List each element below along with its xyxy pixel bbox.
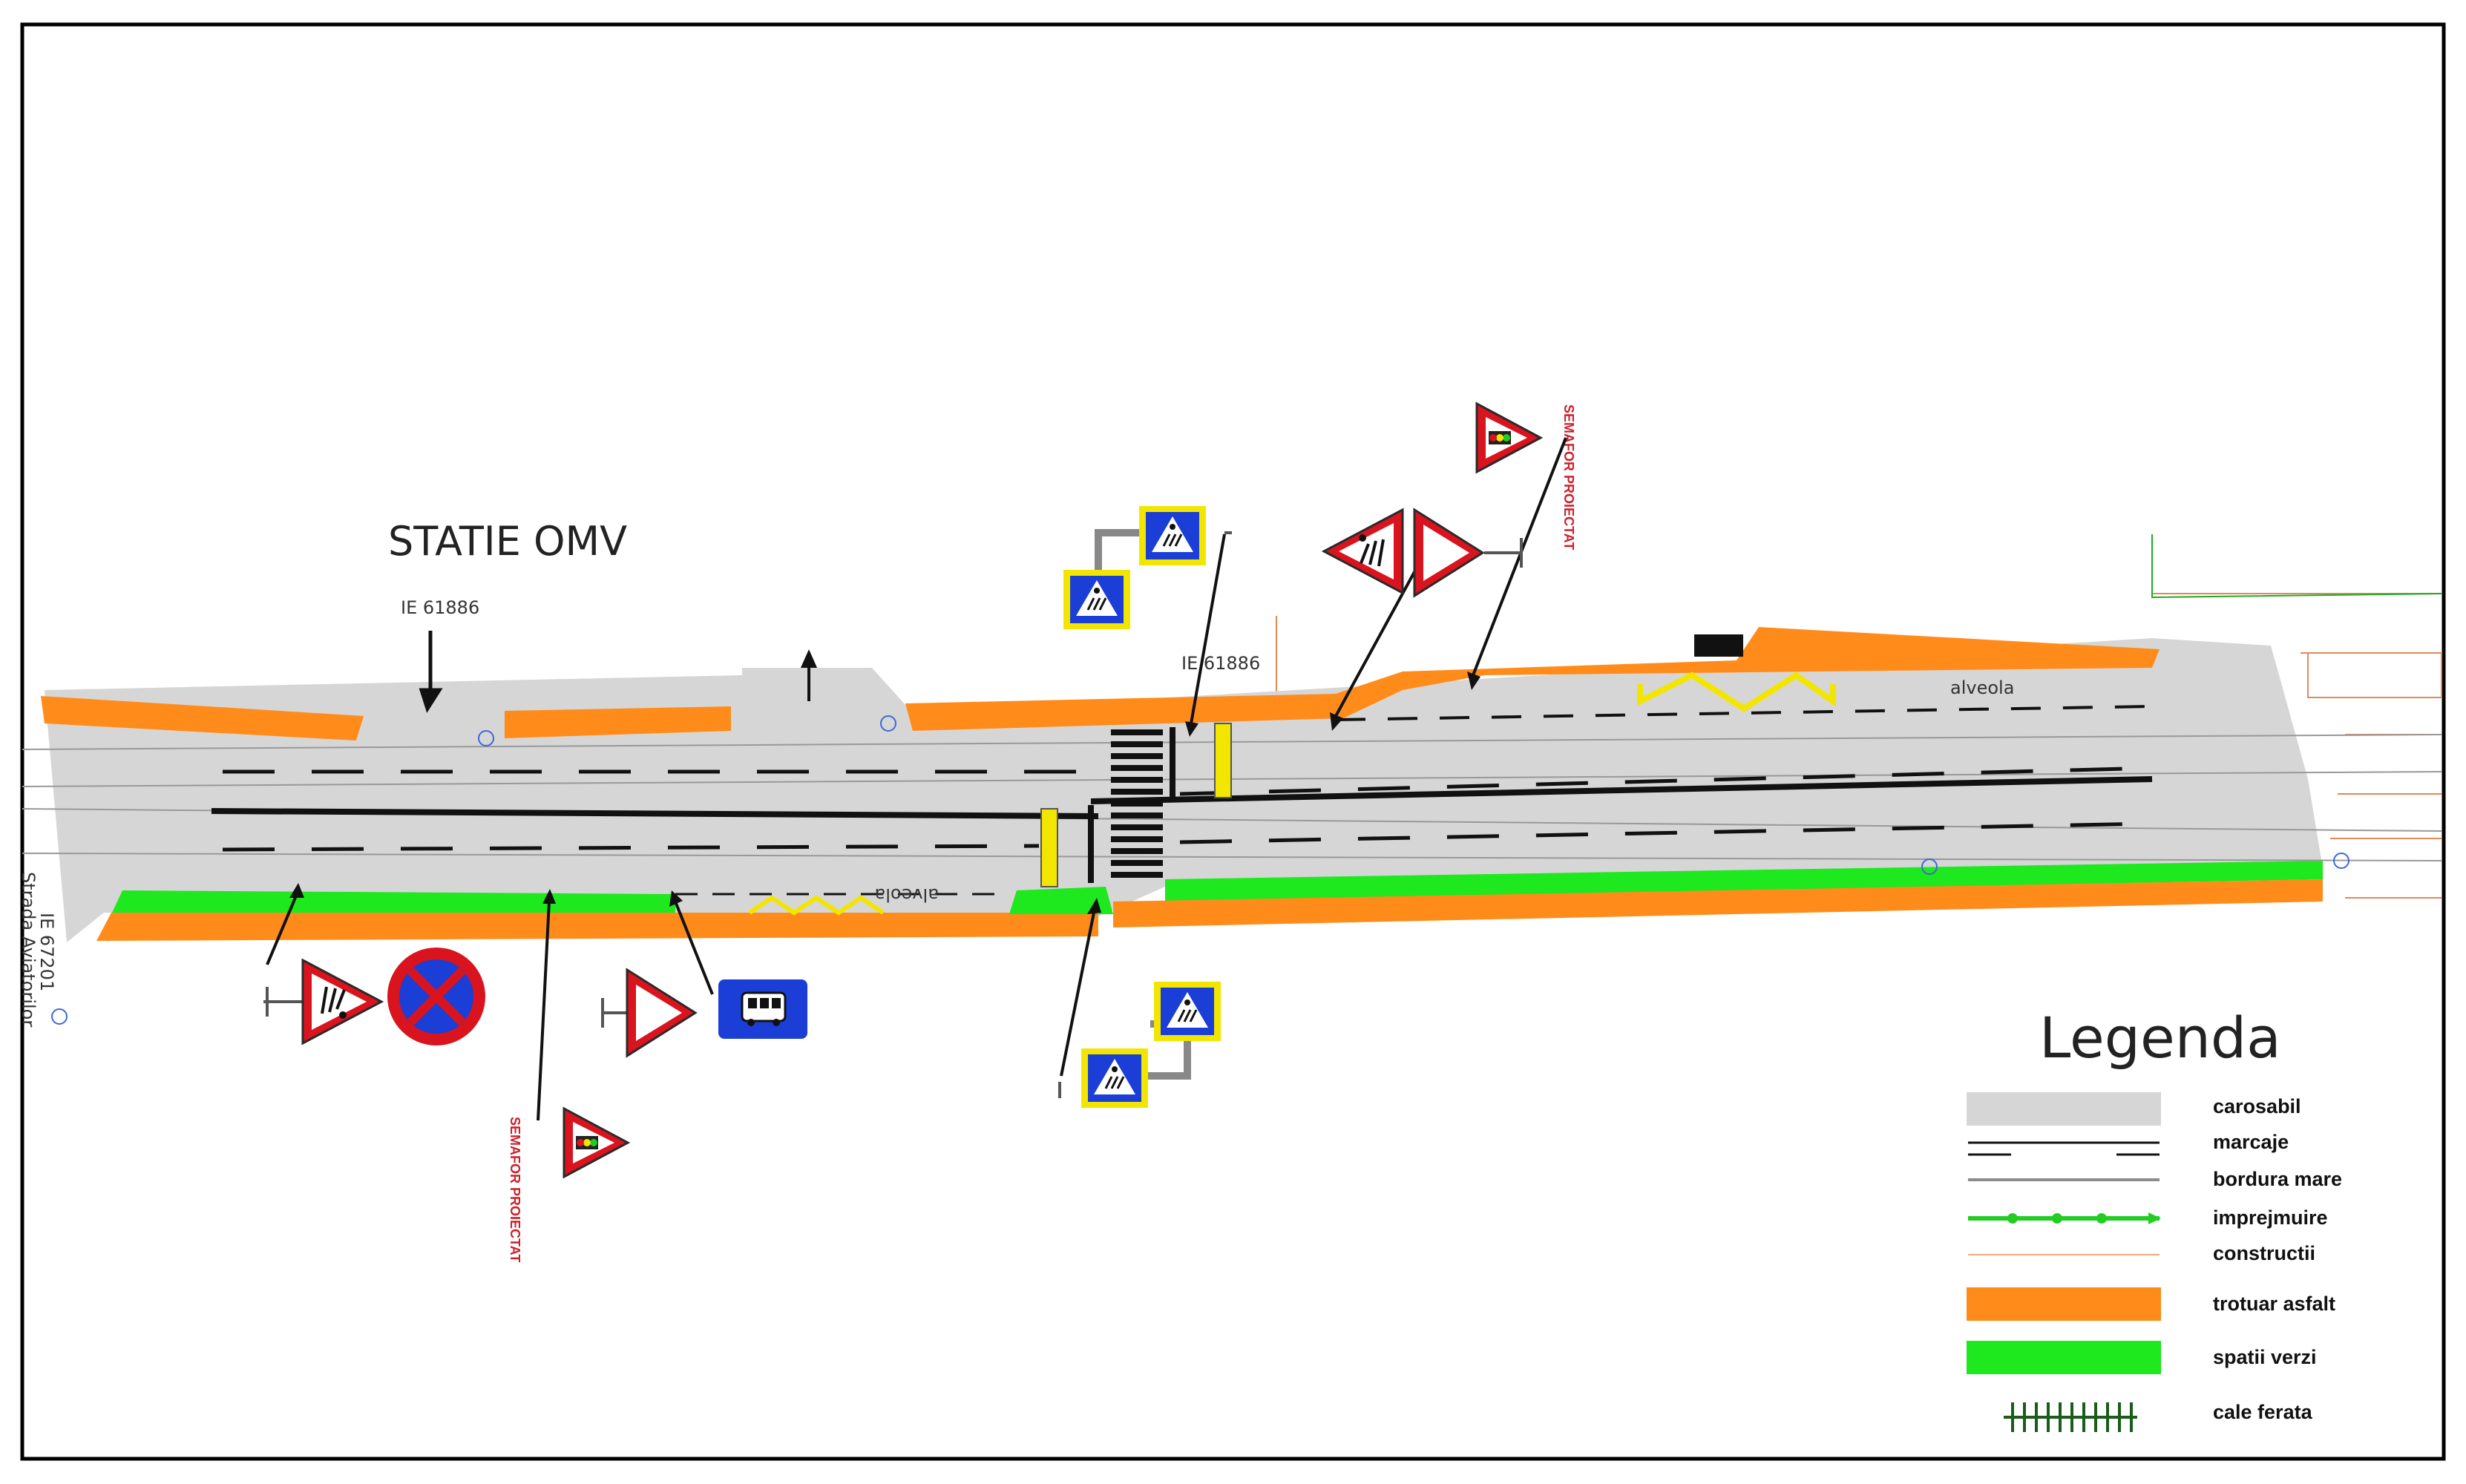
legend-swatch-marcaje (1968, 1141, 2160, 1156)
ie-label-top-mid: IE 61886 (1181, 653, 1260, 674)
ie-label-left: IE 67201 (36, 913, 57, 991)
warning-crossing-sign-icon (301, 959, 383, 1045)
ie-label-top-left: IE 61886 (401, 597, 479, 618)
legend-swatch-trotuar (1967, 1287, 2161, 1321)
street-label-left: Strada Aviatorilor (18, 872, 39, 1027)
sidewalk-top-1 (41, 696, 364, 741)
alveola-zigzag-top (1637, 672, 1836, 712)
no-stopping-sign-icon (387, 948, 485, 1045)
legend-label: imprejmuire (2213, 1206, 2328, 1229)
yield-sign-icon (626, 968, 697, 1057)
green-strip-mid (1009, 887, 1113, 914)
zebra-crossing (1111, 729, 1163, 878)
semafor-label-top: SEMAFOR PROIECTAT (1561, 404, 1576, 550)
arrow-icon (419, 631, 443, 713)
lane-markings (211, 705, 2153, 896)
legend-label: bordura mare (2213, 1168, 2342, 1190)
alveola-label-top: alveola (1950, 677, 2014, 698)
arrow-icon (800, 649, 818, 701)
legend-swatch-cale-ferata (2004, 1402, 2137, 1432)
sidewalk-top-2 (505, 706, 731, 738)
pedestrian-crossing-sign-icon (1152, 980, 1222, 1043)
sidewalk-top-3 (905, 627, 2160, 731)
legend-title: Legenda (2039, 1005, 2281, 1071)
drawing-frame (20, 22, 2446, 1461)
alveola-zigzag-bottom (748, 895, 885, 916)
warning-crossing-sign-icon (1322, 508, 1404, 594)
manhole-markers (51, 715, 2349, 1025)
legend: Legenda carosabil marcaje bordura mare i… (1967, 1005, 2342, 1432)
bus-stop-sign-icon (718, 979, 807, 1039)
station-label: STATIE OMV (388, 518, 627, 565)
alveola-label-bottom: alveola (875, 884, 939, 905)
yield-sign-icon (1413, 508, 1484, 597)
sidewalk-bottom-left (96, 913, 1098, 941)
arrow-icon (289, 672, 1480, 914)
legend-swatch-imprejmuire (1968, 1212, 2161, 1224)
pointer-lines (266, 437, 1567, 1121)
legend-label: trotuar asfalt (2213, 1293, 2335, 1315)
traffic-light-warning-sign-icon (1475, 402, 1542, 473)
pedestrian-crossing-sign-icon (1138, 505, 1207, 567)
legend-label: spatii verzi (2213, 1346, 2317, 1368)
fence-right (2151, 534, 2442, 599)
legend-swatch-spatii-verzi (1967, 1341, 2161, 1374)
sidewalk-bottom-right (1113, 879, 2323, 928)
legend-label: cale ferata (2213, 1401, 2313, 1423)
legend-label: carosabil (2213, 1095, 2301, 1117)
green-strip-right (1165, 861, 2323, 902)
green-strip-left (111, 890, 675, 914)
pedestrian-crossing-sign-icon (1062, 568, 1132, 631)
legend-label: marcaje (2213, 1131, 2289, 1153)
stop-bar-right (1214, 723, 1232, 798)
semafor-label-bottom: SEMAFOR PROIECTAT (508, 1117, 522, 1262)
traffic-light-warning-sign-icon (563, 1107, 629, 1178)
legend-label: constructii (2213, 1242, 2315, 1264)
black-block (1694, 634, 1743, 657)
legend-swatch-carosabil (1967, 1092, 2161, 1126)
pedestrian-crossing-sign-icon (1080, 1047, 1150, 1109)
stop-bar-left (1040, 808, 1058, 887)
